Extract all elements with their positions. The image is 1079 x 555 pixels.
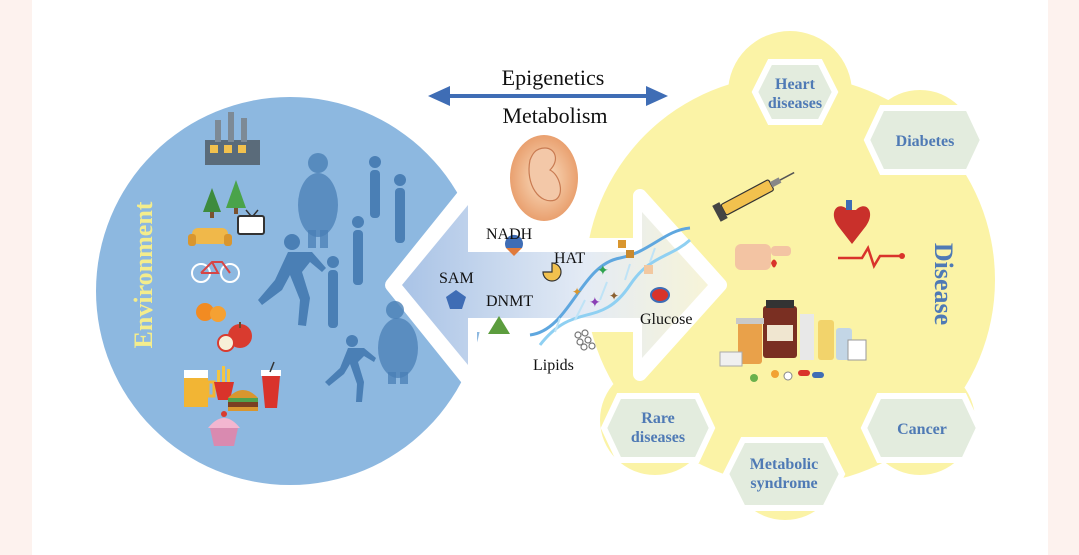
people-silhouettes (258, 153, 418, 402)
cupcake-icon (208, 411, 240, 446)
dna-icon (529, 226, 692, 346)
svg-text:✦: ✦ (609, 289, 619, 303)
double-arrow-icon (428, 86, 668, 106)
hexagon-heart-diseases (751, 59, 839, 125)
hex-label-heart-line1: Heart (775, 76, 816, 93)
medicine-bottles-icon (719, 300, 867, 382)
glucose-label: Glucose (640, 311, 692, 328)
standing-person-icon (394, 174, 406, 243)
hat-marker-icon (542, 262, 562, 282)
hex-label-rare-line1: Rare (641, 410, 674, 427)
glucose-marker-icon (650, 287, 670, 303)
finger-blood-icon (735, 244, 791, 270)
sam-marker-icon (446, 290, 466, 309)
hex-label-diabetes: Diabetes (896, 133, 955, 150)
dnmt-marker-icon (488, 316, 510, 334)
epigenetics-label: Epigenetics (502, 65, 605, 90)
hex-label-heart-line2: diseases (768, 95, 822, 112)
sofa-icon (188, 228, 232, 246)
standing-person-icon (352, 216, 364, 285)
standing-person-icon (369, 156, 381, 218)
factory-icon (205, 112, 260, 165)
hexagon-metabolic-syndrome (722, 437, 846, 511)
sparkle-icons: ✦ ✦ ✦ ✦ (572, 240, 653, 311)
hex-label-rare-line2: diseases (631, 429, 685, 446)
disease-label: Disease (929, 243, 958, 325)
runner-icon (258, 234, 326, 326)
trees-icon (203, 180, 246, 218)
heart-icon (833, 200, 905, 269)
central-arrow (385, 181, 727, 389)
apple-icon (217, 322, 252, 352)
syringe-icon (712, 171, 795, 222)
hat-label: HAT (554, 250, 585, 267)
environment-label: Environment (129, 201, 158, 348)
dnmt-label: DNMT (486, 293, 533, 310)
hexagon-diabetes (863, 105, 987, 175)
hex-label-cancer: Cancer (897, 421, 947, 438)
svg-text:✦: ✦ (589, 295, 601, 311)
obese-person-icon (378, 301, 418, 384)
hexagon-cancer (860, 393, 983, 463)
standing-person-icon (327, 256, 339, 328)
hex-label-metabolic-line2: syndrome (750, 475, 817, 492)
lipids-icon (574, 329, 596, 351)
metabolism-label: Metabolism (502, 103, 607, 128)
obese-person-icon (298, 153, 338, 248)
svg-text:✦: ✦ (597, 263, 609, 279)
nadh-label: NADH (486, 226, 533, 243)
svg-text:✦: ✦ (572, 285, 582, 299)
beer-icon (184, 370, 216, 407)
fetus-icon (510, 135, 578, 221)
burger-icon (228, 390, 258, 411)
nadh-marker-icon (505, 234, 523, 256)
tv-icon (237, 209, 265, 235)
soda-icon (261, 361, 281, 408)
hexagon-rare-diseases (600, 393, 716, 463)
hex-label-metabolic-line1: Metabolic (750, 456, 818, 473)
orange-icon (196, 303, 226, 322)
sam-label: SAM (439, 270, 474, 287)
fries-icon (214, 366, 234, 400)
runner-icon (325, 335, 376, 402)
lipids-label: Lipids (533, 357, 574, 374)
bicycle-icon (191, 261, 240, 283)
